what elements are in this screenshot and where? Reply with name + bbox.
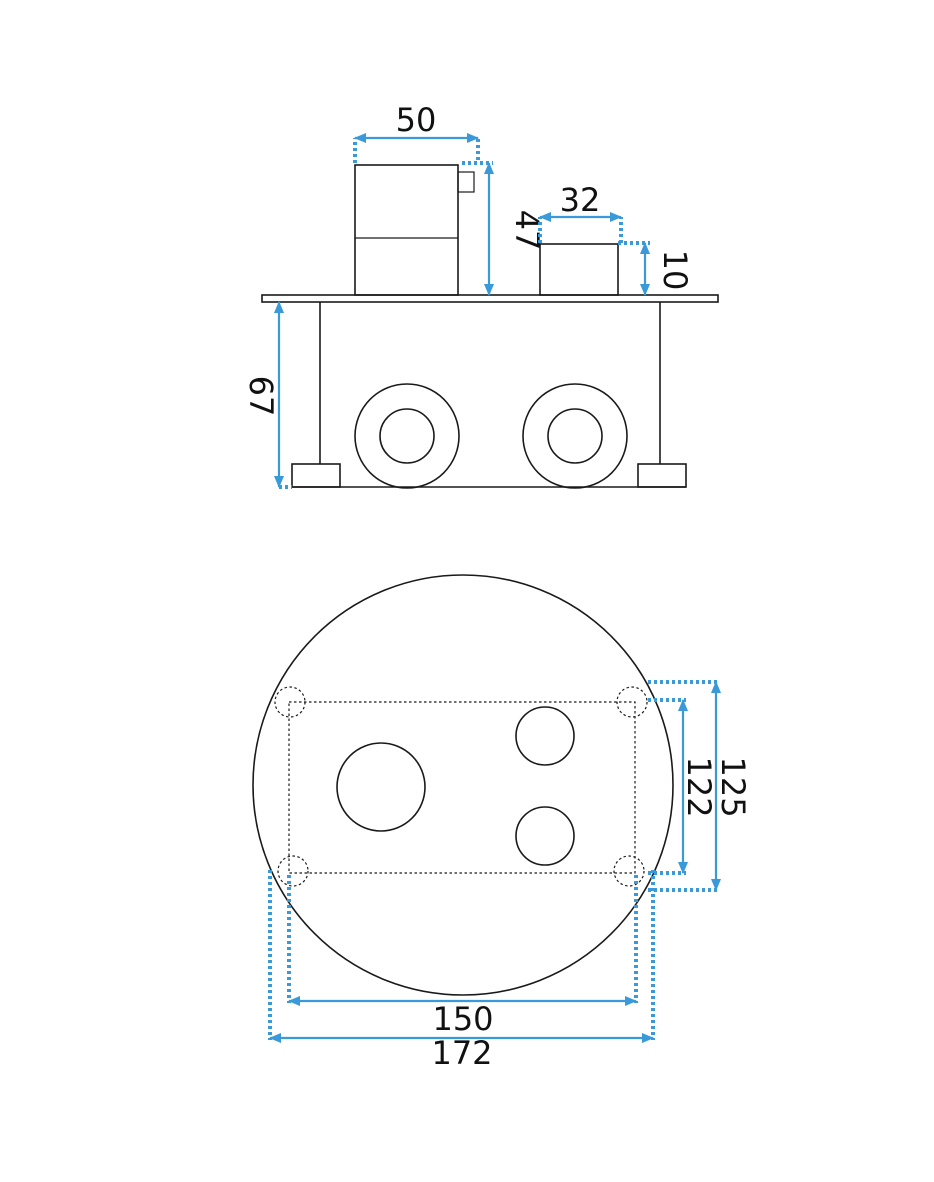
dimension-label-outer-height: 125 <box>714 756 752 817</box>
dimension-label-body-depth: 67 <box>242 376 280 417</box>
dimension-handle-height: 47 <box>462 161 546 296</box>
dimension-knob-height: 10 <box>618 241 694 296</box>
large-knob-hole <box>336 742 426 832</box>
dimension-label-outer-width: 172 <box>431 1034 492 1072</box>
housing-body <box>291 302 687 488</box>
small-knob-hole-upper <box>515 706 575 766</box>
round-cover-plate <box>252 574 674 996</box>
dimension-outer-height: 125 <box>648 680 752 892</box>
top-view <box>252 574 674 996</box>
dimension-knob-width: 32 <box>538 181 623 243</box>
dimension-label-inner-height: 122 <box>680 756 718 817</box>
cover-plate <box>261 294 719 303</box>
handle-cap <box>354 164 475 296</box>
small-knob-hole-lower <box>515 806 575 866</box>
dimension-body-depth: 67 <box>242 301 292 489</box>
dimension-inner-height: 122 <box>648 698 718 875</box>
dimension-label-inner-width: 150 <box>432 1000 493 1038</box>
housing-outline-hidden <box>288 701 636 874</box>
knob-cap <box>539 243 619 296</box>
dimension-outer-width: 172 <box>268 870 655 1072</box>
dimension-label-knob-height: 10 <box>656 250 694 291</box>
dimension-label-handle-width: 50 <box>396 101 437 139</box>
dimension-label-knob-width: 32 <box>560 181 601 219</box>
mounting-ear-hidden <box>274 686 648 887</box>
dimension-handle-width: 50 <box>353 101 480 163</box>
dimension-inner-width: 150 <box>287 875 638 1038</box>
side-view <box>261 164 719 489</box>
left-port <box>354 383 460 489</box>
right-port <box>522 383 628 489</box>
